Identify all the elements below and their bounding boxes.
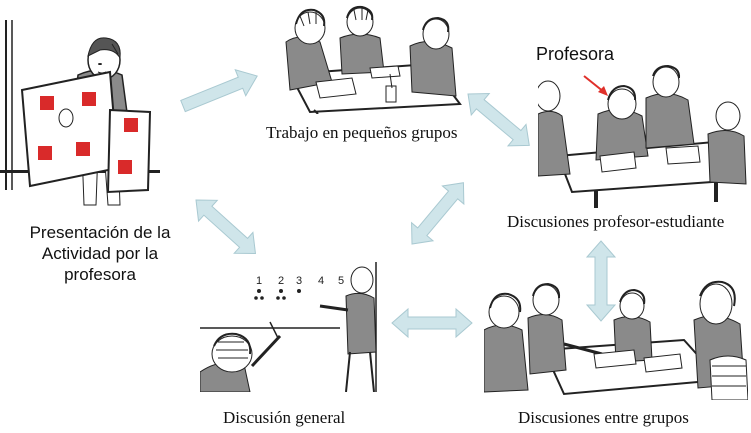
arrow-groups-teacher-student <box>458 82 539 157</box>
scene-small-groups <box>285 5 462 114</box>
caption-teacher-student: Discusiones profesor-estudiante <box>507 212 725 231</box>
label-teacher: Profesora <box>536 44 615 64</box>
board-number-4: 4 <box>318 275 324 287</box>
arrow-presentation-general <box>186 189 266 265</box>
board-number-1: 1 <box>256 275 262 287</box>
board-number-3: 3 <box>296 275 302 287</box>
caption-presentation-line3: profesora <box>64 265 136 284</box>
caption-small-groups: Trabajo en pequeños grupos <box>266 123 458 142</box>
caption-general: Discusión general <box>223 408 346 427</box>
arrow-general-teacher-student <box>400 173 475 254</box>
scene-teacher-student <box>538 64 747 208</box>
board-numbers: 1 2 3 4 5 <box>256 275 344 287</box>
scene-general-discussion: 1 2 3 4 5 <box>200 262 377 392</box>
board-number-5: 5 <box>338 275 344 287</box>
board-number-2: 2 <box>278 275 284 287</box>
caption-presentation-line1: Presentación de la <box>29 223 171 242</box>
caption-presentation: Presentación de la Actividad por la prof… <box>20 222 180 285</box>
caption-between-groups: Discusiones entre grupos <box>518 408 689 427</box>
arrow-teacher-student-between-groups <box>586 240 616 322</box>
caption-presentation-line2: Actividad por la <box>41 244 159 263</box>
activity-card <box>20 70 152 194</box>
scene-between-groups <box>484 280 748 400</box>
arrow-general-between-groups <box>391 308 473 338</box>
arrow-presentation-to-groups <box>180 69 258 113</box>
scene-teacher-presentation <box>0 20 160 206</box>
